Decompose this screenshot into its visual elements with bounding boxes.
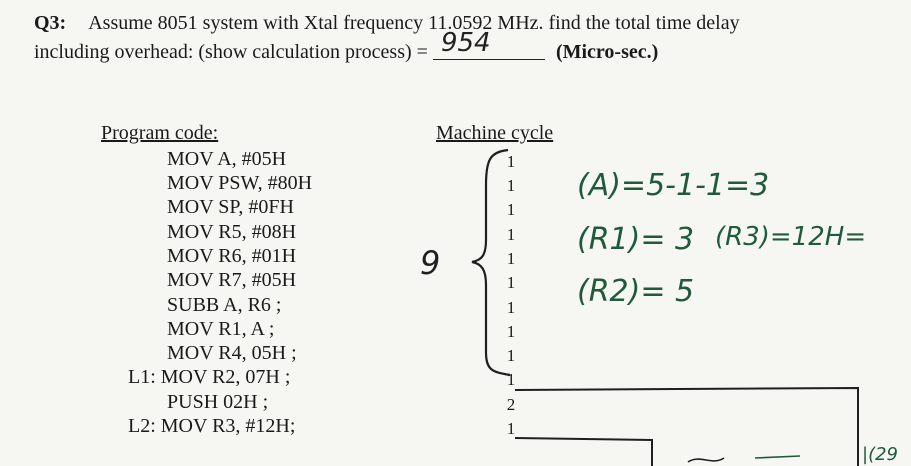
cycle-value: 1 [506, 273, 516, 292]
question-line-1: Q3: Assume 8051 system with Xtal frequenc… [34, 12, 740, 35]
cycle-value: 1 [506, 370, 516, 389]
loop-line-l1 [514, 386, 859, 466]
cycle-value: 1 [506, 419, 516, 438]
code-line: MOV A, #05H [167, 148, 287, 170]
program-code-heading: Program code: [101, 122, 219, 144]
code-line: L1: MOV R2, 07H ; [128, 366, 291, 388]
scribble-mark [687, 457, 725, 463]
question-number: Q3: [34, 12, 67, 34]
note-register-r1: (R1)= 3 [577, 222, 695, 257]
code-line: MOV R7, #05H [167, 269, 297, 291]
note-register-r3: (R3)=12H= [715, 222, 867, 252]
cycle-value: 1 [506, 200, 516, 219]
question-text-2: including overhead: (show calculation pr… [34, 41, 428, 63]
cycle-value: 1 [506, 225, 516, 244]
cycle-value: 2 [506, 395, 516, 414]
brace-count-label: 9 [420, 244, 441, 282]
note-register-r2: (R2)= 5 [577, 274, 695, 309]
code-line: PUSH 02H ; [167, 391, 269, 413]
answer-field[interactable]: 954 [432, 28, 545, 60]
cycle-value: 1 [506, 322, 516, 341]
cycle-value: 1 [506, 346, 516, 365]
cycle-value: 1 [506, 298, 516, 317]
answer-unit: (Micro-sec.) [555, 41, 659, 63]
loop-line-l2 [514, 437, 653, 466]
code-line: MOV R4, 05H ; [167, 342, 297, 364]
cycle-value: 1 [506, 152, 516, 171]
code-line: MOV PSW, #80H [167, 172, 313, 194]
code-line: MOV R5, #08H [167, 221, 297, 243]
question-line-2: including overhead: (show calculation pr… [34, 28, 659, 64]
question-text-1: Assume 8051 system with Xtal frequency 1… [88, 12, 740, 34]
handwritten-brace [471, 148, 511, 377]
code-line: MOV R1, A ; [167, 318, 275, 340]
note-register-a: (A)=5-1-1=3 [577, 168, 770, 203]
handwritten-answer: 954 [440, 28, 491, 58]
cycle-value: 1 [506, 176, 516, 195]
answer-underline [432, 59, 545, 60]
code-line: MOV R6, #01H [167, 245, 297, 267]
code-line: MOV SP, #0FH [167, 196, 294, 218]
scribble-mark [754, 455, 801, 459]
code-line: SUBB A, R6 ; [167, 294, 282, 316]
cycle-value: 1 [506, 249, 516, 268]
machine-cycle-heading: Machine cycle [436, 122, 554, 144]
code-line: L2: MOV R3, #12H; [128, 415, 296, 437]
cut-off-note: |(29 [862, 444, 898, 465]
